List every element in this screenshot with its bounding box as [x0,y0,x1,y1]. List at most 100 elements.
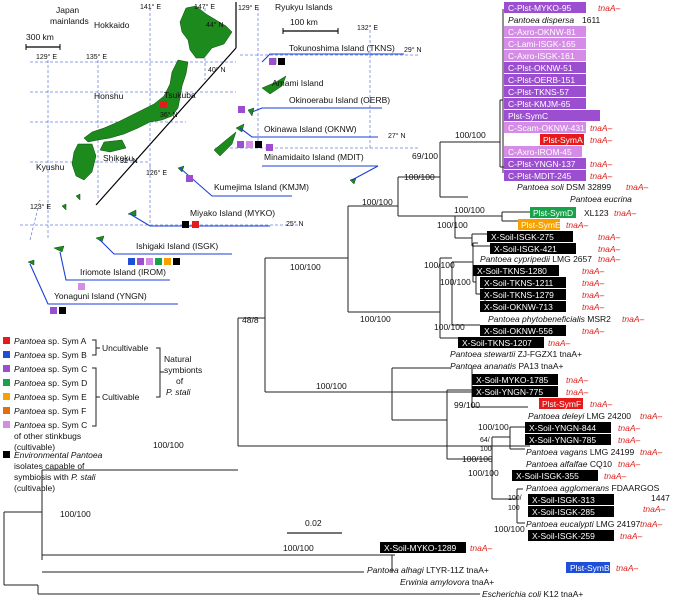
leaf-x-yngn-844: X-Soil-YNGN-844 [529,423,596,433]
leaf-p-cypripedii: Pantoea cypripedii LMG 2657 [480,254,592,264]
region-kyushu: Kyushu [36,162,65,172]
leaf-p-soli: Pantoea soli DSM 32899 [517,182,611,192]
label-yngn: Yonaguni Island (YNGN) [54,291,147,301]
leaf-x-isgk-355: X-Soil-ISGK-355 [516,471,579,481]
legend: Pantoea sp. Sym A Pantoea sp. Sym B Pant… [3,336,202,493]
ryukyu-grid [20,8,420,226]
leaf-p-phytobeneficialis: Pantoea phytobeneficialis MSR2 [488,314,611,324]
coord-e129a: 129° E [36,53,57,61]
leaf-x-tkns-1207: X-Soil-TKNS-1207 [462,338,532,348]
leaf-label: C-Plst-KMJM-65 [508,99,571,109]
leaf-p-alfalfae: Pantoea alfalfae CQ10 [526,459,612,469]
support-value: 100/100 [60,509,91,519]
label-tkns: Tokunoshima Island (TKNS) [289,43,395,53]
leaf-p-eucrina: Pantoea eucrina [570,194,632,204]
leaf-p-alhagi: Pantoea alhagi LTYR-11Z tnaA+ [367,565,489,575]
tna-label: tnaA– [640,519,662,529]
leaf-x-tkns-1279: X-Soil-TKNS-1279 [484,290,554,300]
leaf-ecoli: Escherichia coli K12 tnaA+ [482,589,583,598]
region-honshu: Honshu [94,91,124,101]
leaf-label: C-Plst-OERB-151 [508,75,575,85]
leaf-plst-symd: Plst-SymD [533,208,573,218]
leaf-x-myko-1289: X-Soil-MYKO-1289 [384,543,457,553]
tna-label: tnaA– [622,314,644,324]
legend-natural-l1: Natural [164,354,192,364]
support-values: 100/100 69/100 100/100 100/100 100/100 1… [60,130,525,553]
coord-n44: 44° N [206,21,224,29]
tna-label: tnaA– [548,338,570,348]
tna-label: tnaA– [598,232,620,242]
support-value: 100/100 [290,262,321,272]
coord-n25r: 25° N [286,220,304,228]
label-mdit: Minamidaito Island (MDIT) [264,152,364,162]
legend-label-symC-other: Pantoea sp. Sym C [14,420,87,430]
coord-e129b: 129° E [238,4,259,12]
support-value: 100/100 [316,381,347,391]
legend-label-symD: Pantoea sp. Sym D [14,378,87,388]
legend-label-symF: Pantoea sp. Sym F [14,406,86,416]
legend-natural-l3: of [176,376,184,386]
site-oerb: Okinoerabu Island (OERB) [238,95,390,113]
site-isgk: Ishigaki Island (ISGK) [99,239,232,265]
leaf-label: C-Plst-YNGN-137 [508,159,576,169]
tree-scale-label: 0.02 [305,518,322,528]
legend-env-l2: isolates capable of [14,461,85,471]
tna-label: tnaA– [598,3,620,13]
tna-label: tnaA– [618,459,640,469]
legend-label-symE: Pantoea sp. Sym E [14,392,87,402]
support-value: 100/100 [455,130,486,140]
leaf-box-symD [530,207,576,218]
tna-label: tnaA– [590,399,612,409]
label-amami: Amami Island [272,78,324,88]
leaf-p-stewartii: Pantoea stewartii ZJ-FGZX1 tnaA+ [450,349,582,359]
leaf-plst-symb: Plst-SymB [570,563,610,573]
legend-swatch-symC-other [3,421,10,428]
site-oknw: Okinawa Island (OKNW) [237,124,378,148]
japan-scale-label: 300 km [26,32,54,42]
leaf-x-isgk-275: X-Soil-ISGK-275 [491,232,554,242]
support-value: 100/100 [494,524,525,534]
japan-title-l2: mainlands [50,16,89,26]
leaf-p-agglomerans-2: 1447 [651,493,670,503]
legend-swatch-symB [3,351,10,358]
legend-label-other-stinkbugs-1: of other stinkbugs [14,431,81,441]
label-oknw: Okinawa Island (OKNW) [264,124,357,134]
coord-e132r: 132° E [357,24,378,32]
legend-swatch-symC [3,365,10,372]
leaf-label: C-Lami-ISGK-165 [508,39,576,49]
legend-swatch-symA [3,337,10,344]
tna-label: tnaA– [582,266,604,276]
support-value: 48/8 [242,315,259,325]
tna-label: tnaA– [590,123,612,133]
support-value: 100/100 [468,468,499,478]
tna-label: tnaA– [566,220,588,230]
leaf-p-vagans: Pantoea vagans LMG 24199 [526,447,635,457]
leaf-x-yngn-785: X-Soil-YNGN-785 [529,435,596,445]
leaf-x-oknw-713: X-Soil-OKNW-713 [484,302,553,312]
leaf-box [504,2,586,13]
ryukyu-scale-label: 100 km [290,17,318,27]
region-shikoku: Shikoku [103,153,134,163]
legend-label-symB: Pantoea sp. Sym B [14,350,87,360]
support-value: 100/100 [283,543,314,553]
leaf-x-oknw-556: X-Soil-OKNW-556 [484,326,553,336]
legend-natural-l4: P. stali [166,387,192,397]
tna-label: tnaA– [582,302,604,312]
leaf-x-myko-1785: X-Soil-MYKO-1785 [476,375,549,385]
leaf-box-symE [518,219,560,230]
tna-label: tnaA– [470,543,492,553]
site-tsukuba: Tsukuba [164,90,196,100]
coord-n29r: 29° N [404,46,422,54]
site-kmjm: Kumejima Island (KMJM) [179,167,309,197]
support-value: 100/100 [404,172,435,182]
coord-e123: 123° E [30,203,51,211]
tna-label: tnaA– [604,471,626,481]
tna-label: tnaA– [614,208,636,218]
leaf-label: C-Plst-OKNW-51 [508,63,573,73]
coord-e135: 135° E [86,53,107,61]
coord-e147: 147° E [194,3,215,11]
leaf-plst-syme: Plst-SymE [521,220,561,230]
leaf-x-isgk-259: X-Soil-ISGK-259 [532,531,595,541]
leaf-x-isgk-313: X-Soil-ISGK-313 [532,495,595,505]
tna-label: tnaA– [618,435,640,445]
